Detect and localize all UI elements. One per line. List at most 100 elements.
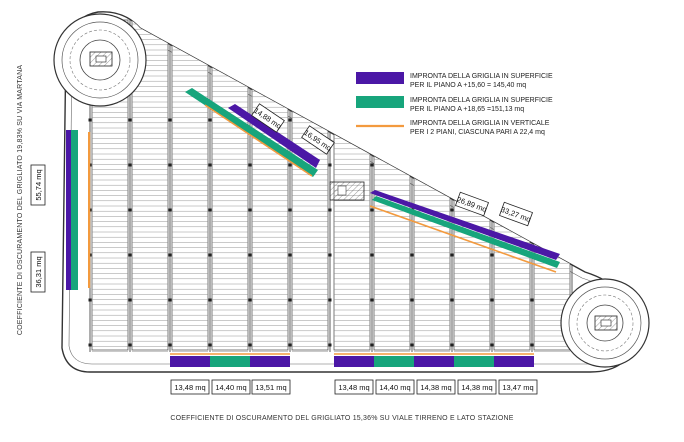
pillar [530,298,534,302]
pillar [168,343,172,347]
legend-label-3b: PER I 2 PIANI, CIASCUNA PARI A 22,4 mq [410,129,545,136]
pillar [288,343,292,347]
bottom-left-purple-1 [170,356,210,367]
legend-label-1a: IMPRONTA DELLA GRIGLIA IN SUPERFICIE [410,73,553,80]
measure-tag: 14,38 mq [461,383,492,392]
pillar [288,118,292,122]
diag-strip-green-upper [185,88,318,177]
pillar [168,253,172,257]
legend-label-2a: IMPRONTA DELLA GRIGLIA IN SUPERFICIE [410,97,553,104]
pillar [288,208,292,212]
pillar [128,118,132,122]
top-left-ramp [53,13,147,107]
bottom-right-ramp [560,278,650,368]
pillar [370,298,374,302]
pillar [208,343,212,347]
pillar [328,208,332,212]
pillar [490,163,494,167]
bottom-left-purple-2 [250,356,290,367]
bottom-left-green [210,356,250,367]
measure-tag: 13,47 mq [502,383,533,392]
pillar [530,343,534,347]
pillar [370,163,374,167]
left-strip-purple [66,130,71,290]
pillar [370,253,374,257]
stall-column [533,19,571,351]
pillar [168,298,172,302]
pillar [410,298,414,302]
pillar [168,118,172,122]
legend-swatch-purple [356,72,404,84]
pillar [88,343,92,347]
legend-label-1b: PER IL PIANO A +15,60 = 145,40 mq [410,82,526,89]
left-strip-orange [88,132,91,288]
left-measures: 55,74 mq 36,31 mq [30,164,46,293]
pillar [288,163,292,167]
pillar [88,118,92,122]
pillar [88,298,92,302]
pillar [410,163,414,167]
pillar [288,253,292,257]
pillar [128,163,132,167]
pillar [128,208,132,212]
pillar [248,208,252,212]
pillar [450,253,454,257]
pillar [450,343,454,347]
measure-tag: 14,40 mq [379,383,410,392]
pillar [328,253,332,257]
pillar [570,253,574,257]
pillar [410,253,414,257]
pillar [248,163,252,167]
measure-tag: 13,51 mq [255,383,286,392]
diag-strip-orange-lower [369,205,557,273]
pillar [328,343,332,347]
measure-tag: 14,38 mq [420,383,451,392]
bottom-right-purple-3 [494,356,534,367]
bottom-measures: 13,48 mq 14,40 mq 13,51 mq 13,48 mq 14,4… [170,379,538,395]
pillar [208,163,212,167]
measure-tag: 14,40 mq [215,383,246,392]
legend-label-3a: IMPRONTA DELLA GRIGLIA IN VERTICALE [410,120,550,127]
legend-label-2b: PER IL PIANO A +18,65 =151,13 mq [410,106,524,113]
pillar [208,118,212,122]
pillar [370,208,374,212]
pillar [248,298,252,302]
pillar [128,298,132,302]
bottom-caption: COEFFICIENTE DI OSCURAMENTO DEL GRIGLIAT… [170,415,513,422]
measure-tag: 55,74 mq [34,169,43,200]
diag-strip-orange-upper [204,104,313,177]
stall-column [453,19,491,351]
bottom-right-purple-2 [414,356,454,367]
pillar [370,343,374,347]
pillar [570,163,574,167]
pillar [530,208,534,212]
pillar [168,208,172,212]
pillar [450,163,454,167]
pillar [490,208,494,212]
legend: IMPRONTA DELLA GRIGLIA IN SUPERFICIE PER… [356,72,553,136]
bottom-right-green-2 [454,356,494,367]
pillar [370,118,374,122]
pillar [208,208,212,212]
pillar [328,163,332,167]
grating-strips [66,88,560,367]
pillar [490,253,494,257]
pillar [328,118,332,122]
pillar [168,163,172,167]
pillar [248,343,252,347]
pillar [490,343,494,347]
diag-strip-purple-lower [370,190,560,260]
pillar [490,298,494,302]
pillar [570,208,574,212]
pillar [208,253,212,257]
pillar [128,253,132,257]
pillar [328,298,332,302]
pillar [450,208,454,212]
diag-strip-purple-upper [228,104,320,168]
diag-strip-green-lower [372,196,560,268]
bottom-right-green-1 [374,356,414,367]
stall-column [493,19,531,351]
left-caption: COEFFICIENTE DI OSCURAMENTO DEL GRIGLIAT… [17,65,24,335]
pillar [288,298,292,302]
